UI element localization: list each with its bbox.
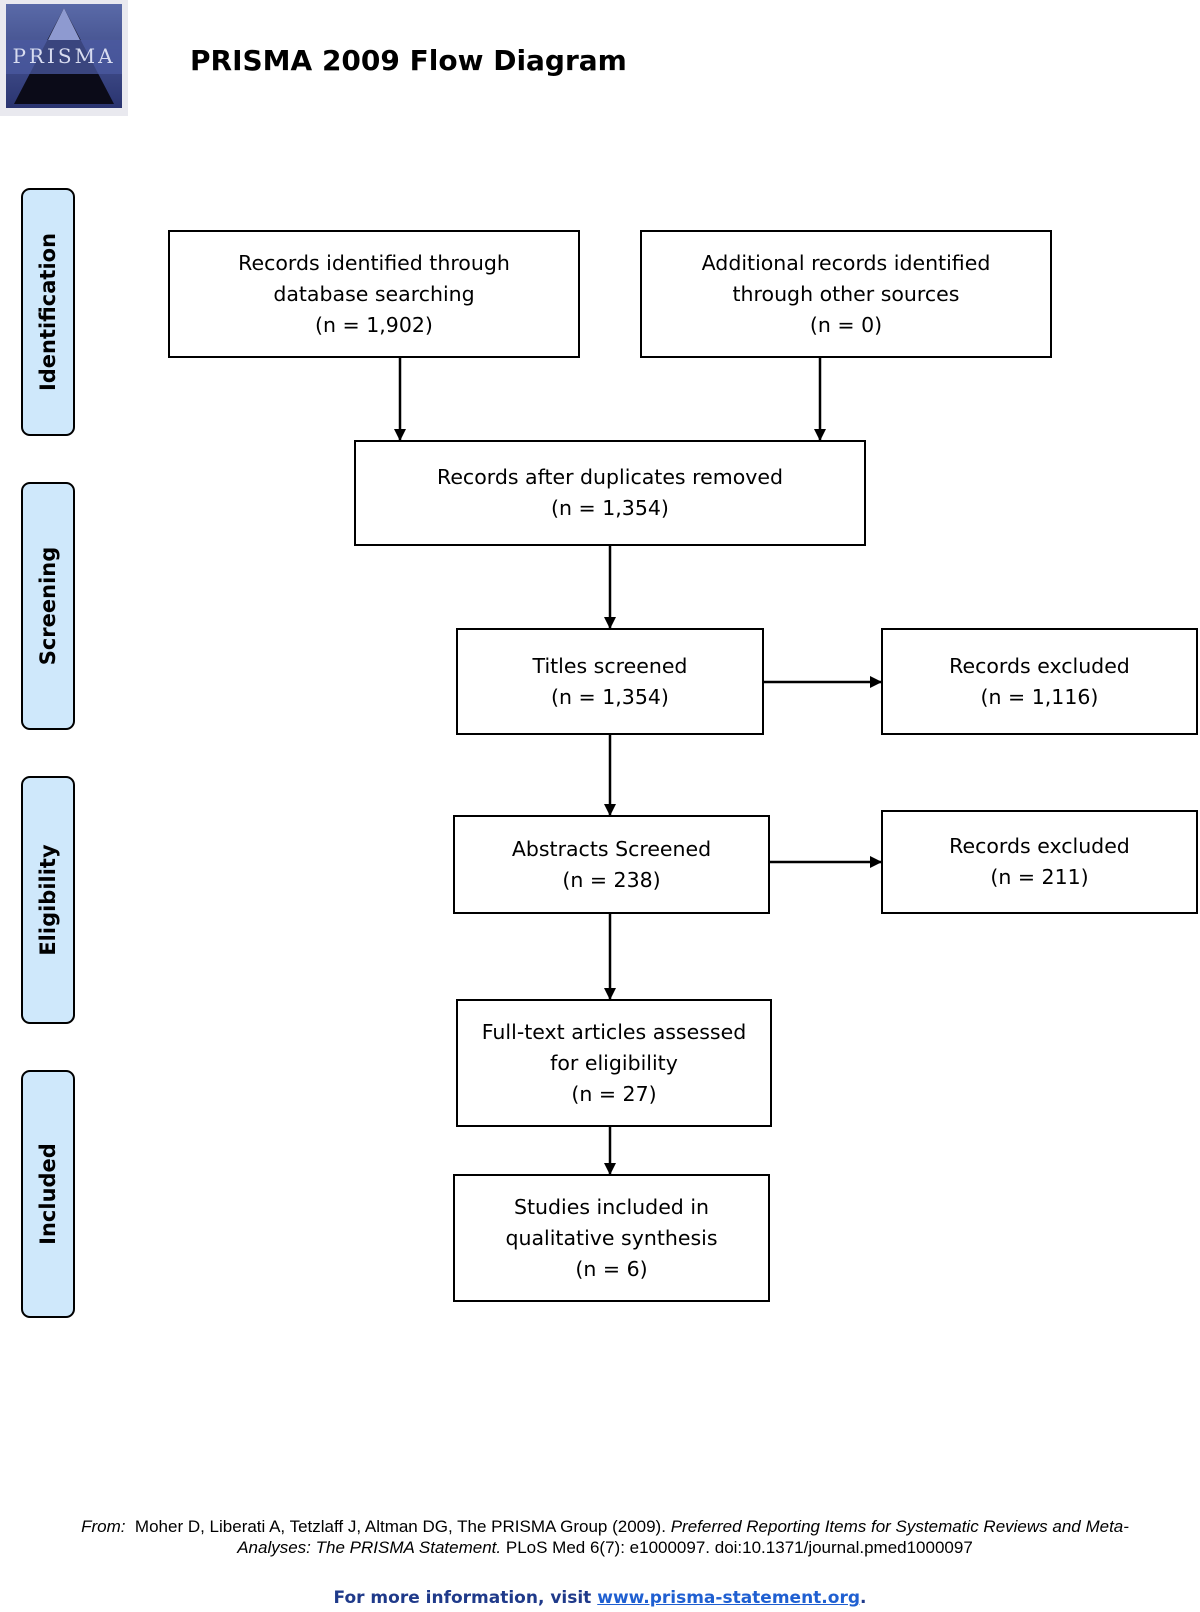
other-sources-box: Additional records identified through ot… [640,230,1052,358]
box-text: for eligibility [550,1050,678,1075]
box-text: Abstracts Screened [511,836,712,861]
prisma-logo-icon [0,0,128,116]
box-text: Records excluded [949,834,1130,858]
box-text: Records after duplicates removed [437,465,783,489]
box-text: qualitative synthesis [505,1225,718,1250]
citation-from-label: From: [81,1517,126,1536]
box-text: database searching [273,281,475,306]
stage-screening: Screening [21,482,75,730]
box-count: (n = 1,902) [315,312,433,337]
page-title: PRISMA 2009 Flow Diagram [190,44,627,77]
box-text: Titles screened [532,653,688,678]
citation-title-part1: Preferred Reporting Items for Systematic… [670,1517,1129,1536]
box-count: (n = 0) [809,312,883,337]
box-count: (n = 6) [575,1256,648,1281]
full-text-box: Full-text articles assessed for eligibil… [456,999,772,1127]
box-text: through other sources [732,281,960,306]
citation-journal: PLoS Med 6(7): e1000097. doi:10.1371/jou… [505,1538,973,1557]
citation-title-part2: Analyses: The PRISMA Statement. [237,1538,502,1557]
box-count: (n = 1,116) [980,684,1099,709]
box-count: (n = 238) [562,867,661,892]
titles-screened-box: Titles screened (n = 1,354) [456,628,764,735]
box-text: Records excluded [949,653,1130,678]
more-info-suffix: . [860,1588,867,1608]
box-count: (n = 1,354) [551,684,669,709]
more-info-prefix: For more information, visit [333,1588,598,1608]
logo-text: PRISMA [12,44,116,68]
box-count: (n = 211) [990,865,1089,889]
box-count: (n = 1,354) [551,496,669,520]
box-text: Records identified through [238,250,510,275]
box-count: (n = 27) [571,1081,657,1106]
box-text: Additional records identified [701,250,991,275]
citation-authors: Moher D, Liberati A, Tetzlaff J, Altman … [134,1517,666,1536]
box-text: Full-text articles assessed [481,1019,747,1044]
citation: From: Moher D, Liberati A, Tetzlaff J, A… [20,1516,1190,1558]
abstracts-screened-box: Abstracts Screened (n = 238) [453,815,770,914]
stage-identification: Identification [21,188,75,436]
stage-eligibility: Eligibility [21,776,75,1024]
included-studies-box: Studies included in qualitative synthesi… [453,1174,770,1302]
database-records-box: Records identified through database sear… [168,230,580,358]
after-duplicates-box: Records after duplicates removed (n = 1,… [354,440,866,546]
titles-excluded-box: Records excluded (n = 1,116) [881,628,1198,735]
stage-included: Included [21,1070,75,1318]
more-info: For more information, visit www.prisma-s… [0,1588,1200,1608]
prisma-website-link[interactable]: www.prisma-statement.org [597,1588,860,1608]
prisma-logo: PRISMA [0,0,128,116]
box-text: Studies included in [513,1194,710,1219]
abstracts-excluded-box: Records excluded (n = 211) [881,810,1198,914]
